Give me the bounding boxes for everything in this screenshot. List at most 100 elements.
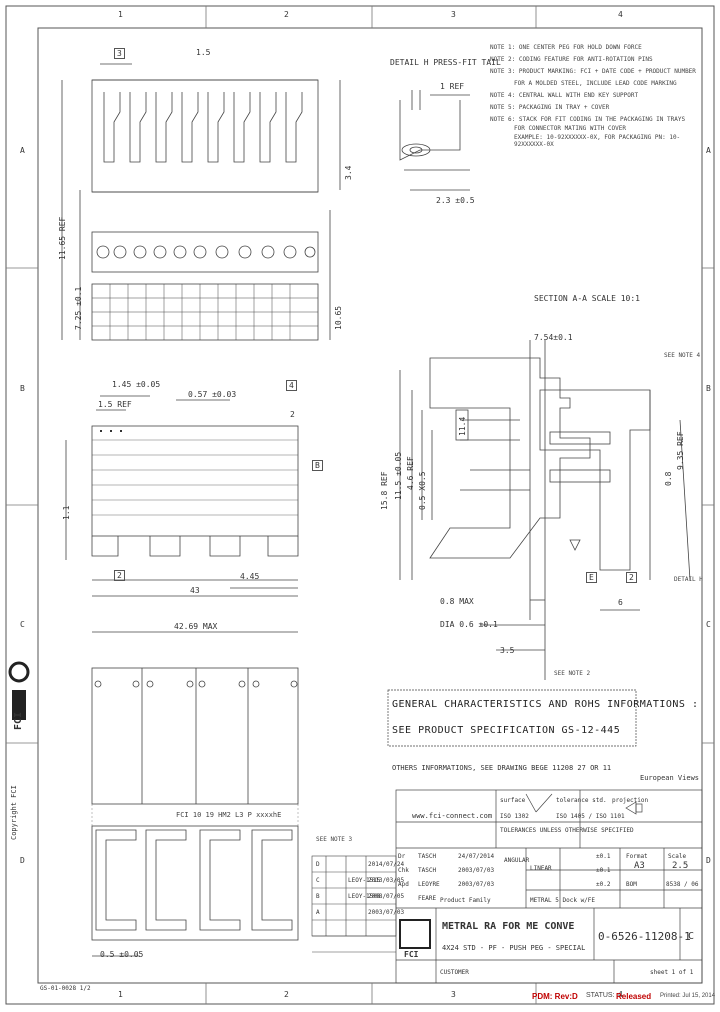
note-line: NOTE 2: CODING FEATURE FOR ANTI-ROTATION… (490, 56, 653, 63)
section-dim-right-b: 9.35 REF (676, 431, 685, 470)
section-dim-inner: 11.4 (458, 416, 467, 436)
rev-row-3-date: 2008/07/05 (368, 893, 405, 900)
section-label-6: 6 (618, 598, 623, 607)
section-dim-v3: 4.6 REF (406, 456, 415, 490)
section-label-2: 2 (626, 572, 637, 583)
tb-unit-note: TOLERANCES UNLESS OTHERWISE SPECIFIED (500, 827, 634, 834)
section-see-note-bottom: SEE NOTE 2 (554, 670, 591, 677)
front-dim-box: B (312, 460, 323, 471)
char-line3: OTHERS INFORMATIONS, SEE DRAWING BEGE 11… (392, 764, 612, 772)
section-see-note: SEE NOTE 4 (664, 352, 701, 359)
row-label-c-right: C (706, 620, 711, 629)
row-label-b-right: B (706, 384, 711, 393)
section-dim-v2: 11.5 ±0.05 (394, 451, 403, 500)
rev-row-4-date: 2003/07/03 (368, 909, 405, 916)
detail-ref: 1 REF (440, 82, 465, 91)
section-label-e: E (586, 572, 597, 583)
tb-surface: surface (500, 797, 526, 804)
note-line: NOTE 4: CENTRAL WALL WITH END KEY SUPPOR… (490, 92, 639, 99)
rev-row-3-ecn: LEOY-1508 (348, 893, 381, 900)
row-label-a: A (20, 146, 25, 155)
row-label-b: B (20, 384, 25, 393)
tb-rev: C (688, 931, 695, 942)
note-line: FOR CONNECTOR MATING WITH COVER (514, 125, 626, 132)
tb-tolerance: tolerance std. (556, 797, 607, 804)
status-badge: Released (616, 992, 652, 1001)
tb-sheet: sheet 1 of 1 (650, 969, 694, 976)
col-label-4-bottom: 4 (618, 990, 623, 999)
detail-title: DETAIL H PRESS-FIT TAIL (390, 58, 501, 67)
rev-row-4-letter: A (316, 909, 320, 916)
front-dim-a: 1.45 ±0.05 (112, 380, 161, 389)
dim-top-b: 1.5 (196, 48, 211, 57)
tb-product-family: Product Family (440, 897, 491, 904)
dim-left-main: 11.65 REF (58, 216, 67, 260)
char-line1: GENERAL CHARACTERISTICS AND ROHS INFORMA… (392, 699, 699, 710)
col-label-3-bottom: 3 (451, 990, 456, 999)
tb-approved-label: Apd (398, 881, 409, 888)
row-label-d-right: D (706, 856, 711, 865)
tb-linear: LINEAR (530, 865, 552, 872)
detail-dim: 2.3 ±0.5 (436, 196, 475, 205)
tb-company-note: www.fci-connect.com (412, 812, 493, 820)
rev-row-2-date: 2013/03/05 (368, 877, 405, 884)
section-dim-bot-a: 0.8 MAX (440, 597, 474, 606)
fci-logo-titleblock (399, 919, 431, 949)
note-line: EXAMPLE: 10-92XXXXXX-0X, FOR PACKAGING P… (514, 134, 681, 148)
dim-right-top: 3.4 (344, 165, 353, 180)
front-dim-e: 2 (290, 410, 295, 419)
tb-date-1: 24/07/2014 (458, 853, 495, 860)
rev-row-2-letter: C (316, 877, 320, 884)
tb-name-4: FEARE (418, 895, 437, 902)
col-label-3: 3 (451, 10, 456, 19)
note-line: FOR A MOLDED STEEL, INCLUDE LEAD CODE MA… (514, 80, 677, 87)
col-label-1: 1 (118, 10, 123, 19)
tb-date-3: 2003/07/03 (458, 881, 495, 888)
front-dim-c: 0.57 ±0.03 (188, 390, 237, 399)
tb-projection: projection (612, 797, 649, 804)
tb-name-3: LEOYRE (418, 881, 440, 888)
status-label: STATUS: (586, 992, 615, 999)
bottom-marking: FCI 10 19 HM2 L3 P xxxxhE (176, 811, 282, 819)
col-label-2: 2 (284, 10, 289, 19)
bottom-dim-bottom: 0.5 ±0.05 (100, 950, 144, 959)
tb-title-sub: 4X24 STD - PF - PUSH PEG - SPECIAL (442, 944, 586, 952)
section-title: SECTION A-A SCALE 10:1 (534, 294, 640, 303)
tb-tol-b: ±0.1 (596, 867, 611, 874)
tb-logo-text: FCI (404, 950, 419, 959)
notes-block: NOTE 1: ONE CENTER PEG FOR HOLD DOWN FOR… (490, 44, 710, 148)
front-dim-bottom-b: 4.45 (240, 572, 260, 581)
fci-logo-label: FCI (13, 711, 24, 730)
tb-title-main: METRAL RA FOR ME CONVE (442, 921, 575, 932)
pdm-rev: PDM: Rev:D (532, 992, 578, 1001)
row-label-d: D (20, 856, 25, 865)
tb-checked-label: Chk (398, 867, 409, 874)
rev-row-2-ecn: LEOY-1515 (348, 877, 381, 884)
col-label-1-bottom: 1 (118, 990, 123, 999)
tb-drawn-label: Dr (398, 853, 406, 860)
tb-name-1: TASCH (418, 853, 437, 860)
col-label-4: 4 (618, 10, 623, 19)
section-dim-v4: 0.5 X0.5 (418, 471, 427, 510)
tb-tol-c: ±0.2 (596, 881, 611, 888)
tb-format: A3 (634, 861, 645, 871)
tb-format-label: Format (626, 853, 648, 860)
tb-customer: CUSTOMER (440, 969, 469, 976)
bottom-dim-total: 42.69 MAX (174, 622, 218, 631)
rev-row-1-date: 2014/07/24 (368, 861, 405, 868)
section-dim-top: 7.54±0.1 (534, 333, 573, 342)
bottom-left-code: GS-01-0028 1/2 (40, 985, 91, 992)
tb-iso2: ISO 1405 / ISO 1101 (556, 813, 625, 820)
section-dim-bot-b: DIA 0.6 ±0.1 (440, 620, 498, 629)
col-label-2-bottom: 2 (284, 990, 289, 999)
tb-name-2: TASCH (418, 867, 437, 874)
front-dim-b: 1.5 REF (98, 400, 132, 409)
note-line: NOTE 5: PACKAGING IN TRAY + COVER (490, 104, 610, 111)
front-dim-left: 1.1 (62, 505, 71, 520)
bottom-see-note: SEE NOTE 3 (316, 836, 353, 843)
row-label-a-right: A (706, 146, 711, 155)
copyright: Copyright FCI (10, 785, 18, 840)
rev-row-1-letter: D (316, 861, 320, 868)
tb-date-2: 2003/07/03 (458, 867, 495, 874)
